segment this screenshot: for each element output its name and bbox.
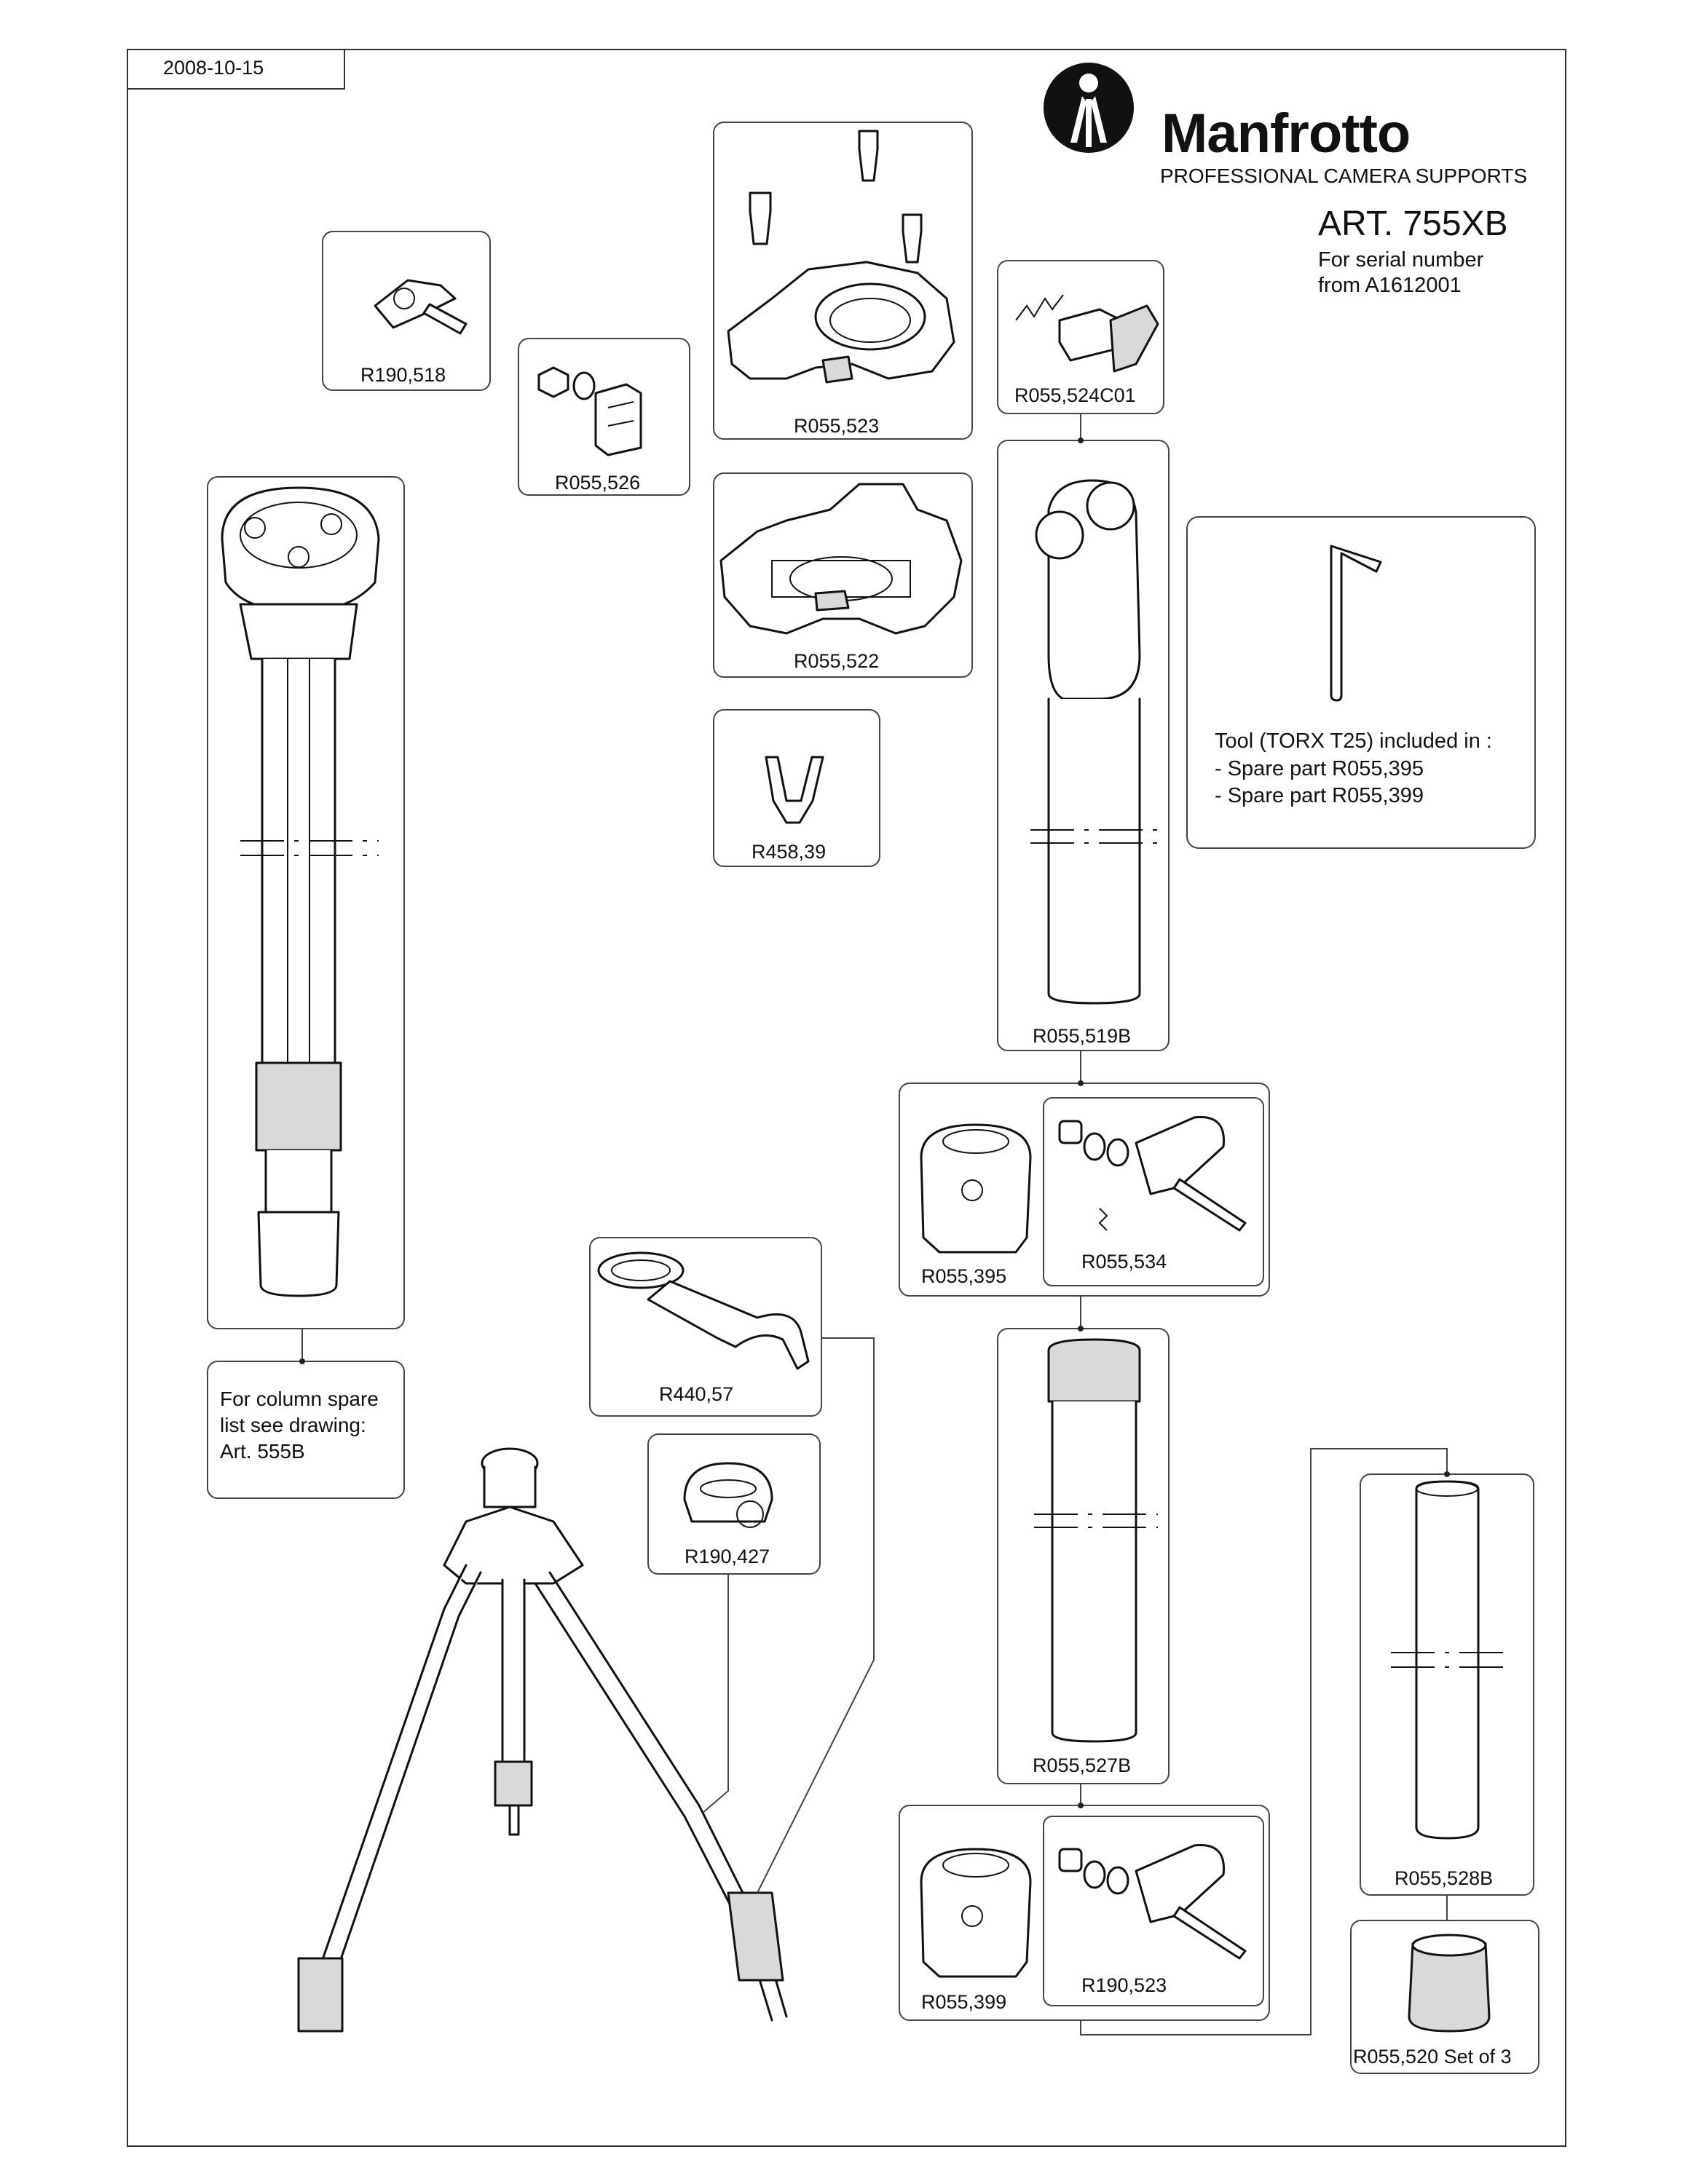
serial-line-2: from A1612001 bbox=[1318, 274, 1462, 298]
box-r055-522 bbox=[713, 472, 973, 678]
box-tool-note bbox=[1186, 516, 1536, 849]
drawing-date: 2008-10-15 bbox=[163, 57, 264, 79]
part-label-r190-518: R190,518 bbox=[360, 364, 446, 386]
part-label-r055-523: R055,523 bbox=[794, 415, 880, 437]
manfrotto-logo-icon bbox=[1044, 63, 1134, 153]
box-r055-523 bbox=[713, 122, 973, 440]
column-note-line-3: Art. 555B bbox=[220, 1439, 305, 1463]
brand-name: Manfrotto bbox=[1162, 103, 1411, 165]
part-label-r055-522: R055,522 bbox=[794, 650, 880, 672]
part-label-r055-528b: R055,528B bbox=[1395, 1867, 1494, 1889]
part-label-r055-524c01: R055,524C01 bbox=[1014, 384, 1136, 406]
part-label-r055-395: R055,395 bbox=[921, 1265, 1007, 1287]
article-number: ART. 755XB bbox=[1318, 205, 1508, 243]
box-r458-39 bbox=[713, 709, 880, 867]
box-r055-399-r190-523 bbox=[899, 1805, 1270, 2021]
box-r055-528b bbox=[1360, 1473, 1534, 1896]
box-r055-395-r055-534 bbox=[899, 1083, 1270, 1297]
leader-lines bbox=[299, 414, 1450, 2035]
brand-tagline: PROFESSIONAL CAMERA SUPPORTS bbox=[1160, 165, 1528, 187]
part-label-r055-527b: R055,527B bbox=[1033, 1754, 1132, 1776]
part-label-r458-39: R458,39 bbox=[752, 841, 827, 863]
part-label-r055-526: R055,526 bbox=[555, 472, 641, 494]
box-r055-524c01 bbox=[997, 260, 1164, 414]
part-label-r190-523: R190,523 bbox=[1081, 1974, 1167, 1996]
column-note: For column spare list see drawing: Art. … bbox=[220, 1386, 379, 1464]
part-label-r055-519b: R055,519B bbox=[1033, 1025, 1132, 1047]
box-column-assembly bbox=[207, 476, 405, 1329]
part-label-r190-427: R190,427 bbox=[685, 1546, 770, 1567]
box-r055-519b bbox=[997, 440, 1170, 1051]
drawing-frame bbox=[127, 49, 1566, 2147]
part-label-r055-399: R055,399 bbox=[921, 1991, 1007, 2013]
serial-line-1: For serial number bbox=[1318, 248, 1484, 272]
box-r055-527b bbox=[997, 1328, 1170, 1784]
box-r190-518 bbox=[322, 231, 491, 391]
box-r190-427 bbox=[647, 1433, 821, 1575]
tool-note-line-2: - Spare part R055,395 bbox=[1215, 756, 1424, 780]
column-note-line-1: For column spare bbox=[220, 1388, 379, 1410]
box-r055-520 bbox=[1350, 1920, 1539, 2074]
tool-note: Tool (TORX T25) included in : - Spare pa… bbox=[1215, 728, 1492, 810]
tool-note-line-3: - Spare part R055,399 bbox=[1215, 784, 1424, 808]
box-r440-57 bbox=[589, 1237, 822, 1417]
box-column-note bbox=[207, 1361, 405, 1499]
column-note-line-2: list see drawing: bbox=[220, 1413, 366, 1436]
tool-note-line-1: Tool (TORX T25) included in : bbox=[1215, 729, 1492, 753]
tripod-overview bbox=[297, 1447, 788, 2033]
box-r055-526 bbox=[518, 338, 690, 496]
part-label-r440-57: R440,57 bbox=[659, 1383, 734, 1405]
date-box bbox=[127, 50, 345, 90]
serial-note: For serial number from A1612001 bbox=[1318, 248, 1483, 299]
part-label-r055-534: R055,534 bbox=[1081, 1251, 1167, 1273]
part-label-r055-520: R055,520 Set of 3 bbox=[1353, 2046, 1512, 2068]
